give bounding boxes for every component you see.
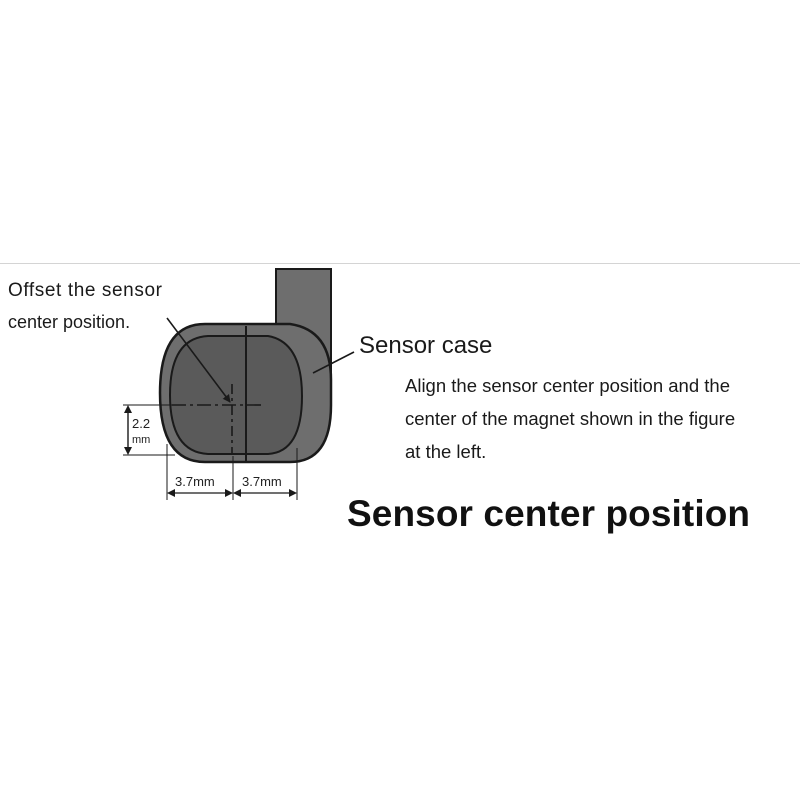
offset-label-line2: center position. [8, 312, 131, 332]
sensor-case-label: Sensor case [359, 332, 493, 359]
right-width-dimension: 3.7mm [242, 474, 282, 489]
page-title: Sensor center position [347, 493, 751, 534]
offset-label-line1: Offset the sensor [8, 280, 163, 301]
width-dimension [166, 444, 298, 500]
sensor-face [168, 335, 304, 455]
align-instruction-line1: Align the sensor center position and the [405, 375, 730, 396]
sensor-case-leader-line [312, 351, 355, 374]
height-dimension [123, 404, 175, 456]
left-width-dimension: 3.7mm [175, 474, 215, 489]
height-dimension-value: 2.2 [132, 416, 150, 431]
align-instruction-line2: center of the magnet shown in the figure [405, 408, 736, 429]
height-dimension-unit: mm [132, 434, 150, 446]
align-instruction-line3: at the left. [405, 441, 487, 462]
offset-leader-line [166, 317, 231, 403]
section-divider [0, 263, 800, 264]
